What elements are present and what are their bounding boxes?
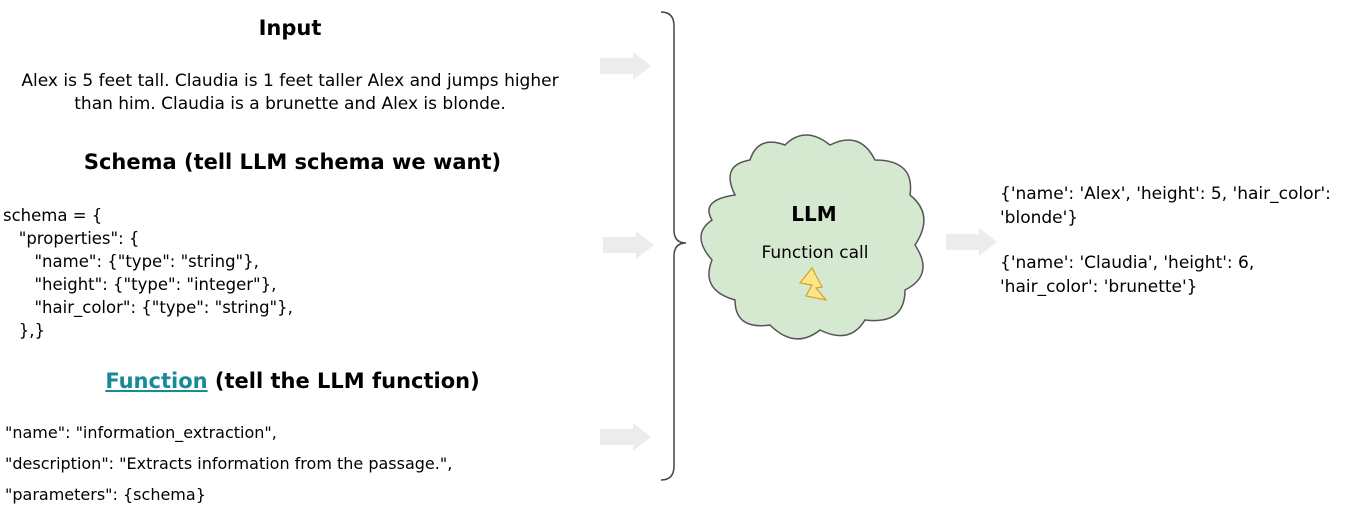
function-title: Function (tell the LLM function) [40,369,545,393]
function-name-line: "name": "information_extraction", [5,423,277,442]
function-description-line: "description": "Extracts information fro… [5,454,453,473]
llm-label: LLM [791,202,837,226]
input-title: Input [258,16,322,40]
arrow-input-to-brace [600,52,651,80]
lightning-bolt-icon [798,266,828,301]
input-passage: Alex is 5 feet tall. Claudia is 1 feet t… [21,71,559,114]
schema-code: schema = { "properties": { "name": {"typ… [3,206,293,340]
arrow-schema-to-brace [603,231,654,259]
function-call-label: Function call [761,243,869,263]
function-title-rest: (tell the LLM function) [207,369,480,393]
function-link[interactable]: Function [105,369,208,393]
arrow-function-to-brace [600,423,651,451]
function-parameters-line: "parameters": {schema} [5,485,206,504]
output-alex: {'name': 'Alex', 'height': 5, 'hair_colo… [1000,184,1331,228]
arrow-llm-to-output [946,228,997,256]
output-claudia: {'name': 'Claudia', 'height': 6, 'hair_c… [1000,253,1255,297]
llm-cloud-icon [700,134,925,340]
schema-title: Schema (tell LLM schema we want) [83,150,502,174]
curly-brace [660,11,687,481]
